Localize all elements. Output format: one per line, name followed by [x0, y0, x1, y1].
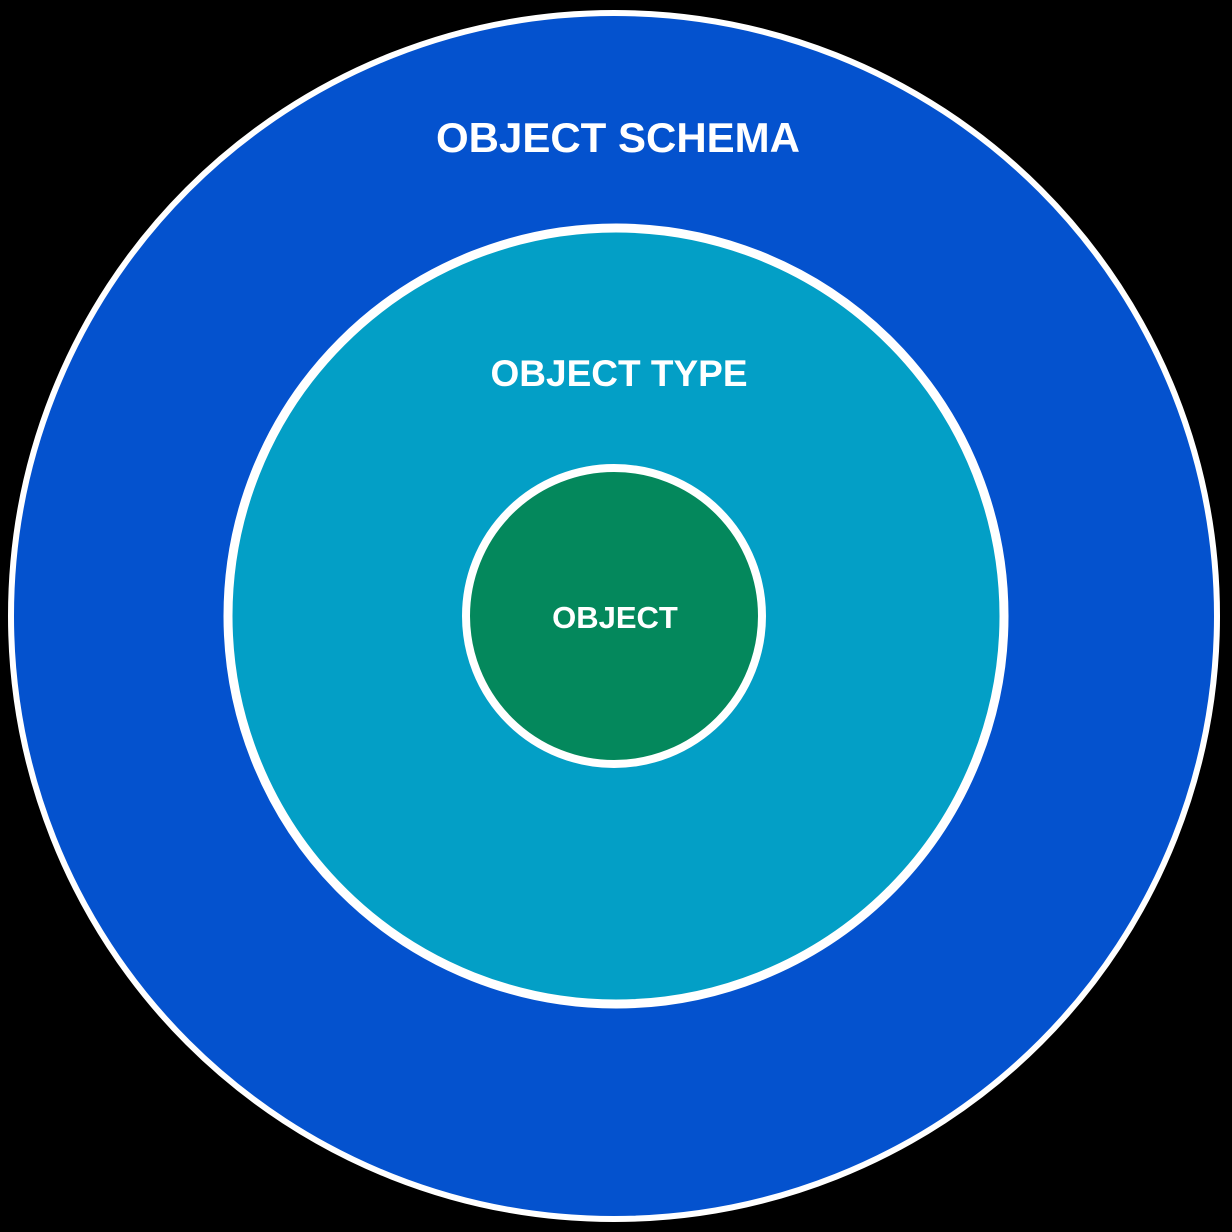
circle-object[interactable]	[462, 464, 766, 768]
label-object-type: OBJECT TYPE	[491, 353, 748, 394]
label-object: OBJECT	[552, 600, 678, 635]
label-object-schema: OBJECT SCHEMA	[436, 114, 800, 161]
